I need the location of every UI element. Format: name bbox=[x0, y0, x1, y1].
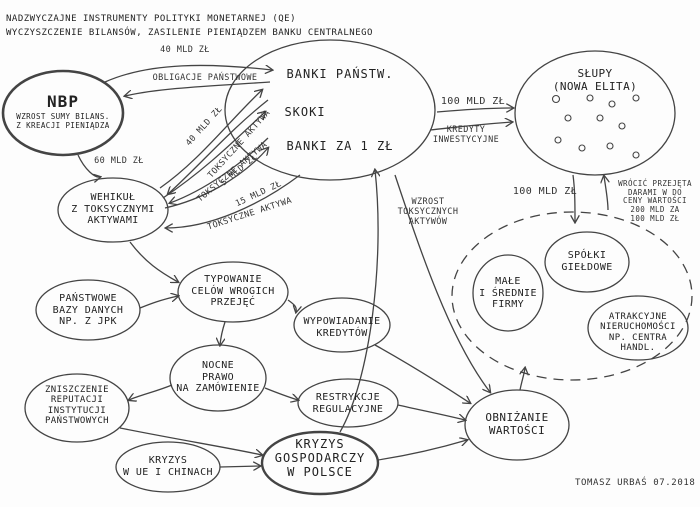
edge-targeting-night bbox=[220, 321, 226, 345]
edge-vehicle-banks-40 bbox=[159, 90, 262, 189]
edge-banks-vehicle-b bbox=[170, 137, 269, 203]
sme-node-outline bbox=[472, 254, 544, 332]
edge-reputation-crisis bbox=[119, 427, 262, 455]
real-estate-node-label: ATRAKCYJNE NIERUCHOMOŚCI NP. CENTRA HAND… bbox=[600, 312, 676, 354]
targeting-node-outline bbox=[177, 261, 289, 323]
author-signature: TOMASZ URBAŚ 07.2018 bbox=[575, 478, 696, 488]
sme-node-label: MAŁE I ŚREDNIE FIRMY bbox=[479, 276, 537, 310]
reputation-node-outline bbox=[24, 373, 130, 443]
edge-vehicle-banks-5 bbox=[162, 112, 265, 199]
listed-node-outline bbox=[544, 231, 630, 293]
targeting-node-label: TYPOWANIE CELÓW WROGICH PRZEJĘĆ bbox=[191, 274, 275, 308]
edge-targeting-credit bbox=[287, 299, 296, 312]
edge-crisispl-banks bbox=[339, 170, 378, 433]
targets-dashed-group bbox=[451, 211, 693, 381]
listed-node-label: SPÓŁKI GIEŁDOWE bbox=[561, 250, 613, 273]
edge-crisispl-devaluation bbox=[377, 440, 467, 461]
banks-node-line3: BANKI ZA 1 ZŁ bbox=[286, 139, 394, 153]
edge-nbp-banks bbox=[104, 65, 272, 83]
edge-crisiseu-crisispl bbox=[219, 466, 260, 467]
title-line-1: NADZWYCZAJNE INSTRUMENTY POLITYKI MONETA… bbox=[6, 14, 297, 24]
real-estate-node-outline bbox=[587, 295, 689, 361]
edge-label-banks-elite-100: 100 MLD ZŁ bbox=[440, 96, 506, 107]
vehicles-node-label: WEHIKUŁ Z TOKSYCZNYMI AKTYWAMI bbox=[71, 192, 155, 226]
edge-regulatory-devaluation bbox=[397, 404, 465, 420]
reputation-node-label: ZNISZCZENIE REPUTACJI INSTYTUCJI PAŃSTWO… bbox=[44, 385, 109, 427]
edge-label-elite-down-100: 100 MLD ZŁ bbox=[512, 186, 578, 197]
devaluation-node-label: OBNIŻANIE WARTOŚCI bbox=[485, 411, 549, 437]
banks-node-line2: SKOKI bbox=[284, 105, 326, 119]
crisis-pl-node-label: KRYZYS GOSPODARCZY W POLSCE bbox=[274, 437, 366, 479]
edge-statedb-targeting bbox=[139, 296, 178, 309]
edge-label-nbp-banks-40: 40 MLD ZŁ bbox=[160, 45, 210, 55]
banks-node-line1: BANKI PAŃSTW. bbox=[286, 67, 394, 81]
nbp-node-title: NBP bbox=[47, 92, 79, 111]
nbp-node-outline bbox=[1, 69, 125, 157]
edge-elite-group bbox=[573, 174, 575, 222]
edge-banks-nbp-bonds bbox=[125, 81, 271, 96]
crisis-eu-node-label: KRYZYS W UE I CHINACH bbox=[123, 455, 213, 478]
edge-label-investment-credits: KREDYTY INWESTYCYJNE bbox=[432, 125, 500, 145]
elite-node-label: SŁUPY (NOWA ELITA) bbox=[552, 67, 638, 93]
nbp-node-subtitle: WZROST SUMY BILANS. Z KREACJI PIENIĄDZA bbox=[16, 112, 110, 130]
edge-vehicle-targeting bbox=[129, 241, 178, 282]
credit-term-node-label: WYPOWIADANIE KREDYTÓW bbox=[303, 316, 381, 339]
regulatory-node-label: RESTRYKCJE REGULACYJNE bbox=[312, 392, 384, 415]
edge-label-toxic-growth: WZROST TOKSYCZNYCH AKTYWÓW bbox=[397, 197, 459, 227]
edge-banks-elite-credit bbox=[429, 122, 512, 131]
edge-night-reputation bbox=[129, 384, 173, 400]
edge-devaluation-group bbox=[519, 368, 525, 391]
credit-term-node-outline bbox=[293, 297, 391, 353]
devaluation-node-outline bbox=[464, 389, 570, 461]
edge-group-elite-buyback bbox=[604, 176, 608, 211]
title-line-2: WYCZYSZCZENIE BILANSÓW, ZASILENIE PIENIĄ… bbox=[6, 28, 373, 38]
regulatory-node-outline bbox=[297, 378, 399, 428]
elite-dots bbox=[551, 94, 640, 159]
edge-label-nbp-vehicle-60: 60 MLD ZŁ bbox=[94, 156, 144, 166]
edge-banks-vehicle-c bbox=[166, 174, 301, 228]
edge-banks-vehicle-a bbox=[168, 99, 269, 194]
edge-night-regulatory bbox=[264, 387, 298, 400]
state-db-node-outline bbox=[35, 279, 141, 341]
edge-label-buyback: WRÓCIĆ PRZEJĘTA DARAMI W DO CENY WARTOŚC… bbox=[618, 179, 692, 223]
edge-label-bonds: OBLIGACJE PAŃSTWOWE bbox=[152, 73, 258, 83]
night-law-node-label: NOCNE PRAWO NA ZAMÓWIENIE bbox=[176, 360, 260, 394]
banks-node-outline bbox=[224, 39, 436, 181]
edge-credit-devaluation bbox=[374, 344, 470, 403]
edge-nbp-vehicle bbox=[77, 154, 100, 177]
elite-node-outline bbox=[514, 50, 676, 176]
vehicles-node-outline bbox=[57, 177, 169, 243]
edge-banks-elite bbox=[436, 108, 513, 113]
edge-banks-devaluation bbox=[394, 174, 490, 392]
state-db-node-label: PAŃSTWOWE BAZY DANYCH NP. Z JPK bbox=[52, 293, 124, 327]
